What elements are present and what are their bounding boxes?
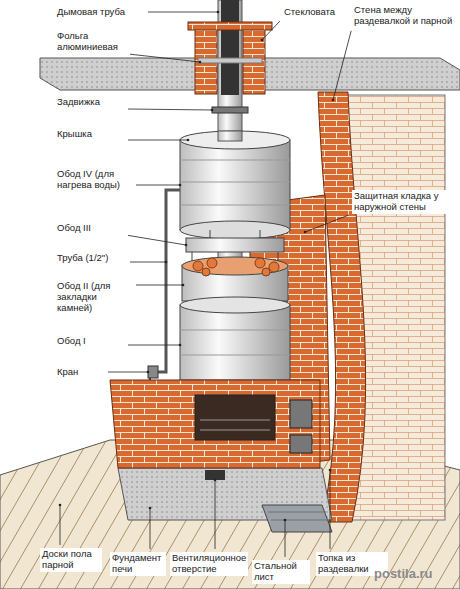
part-label: Стена между раздевалкой и парной [352, 4, 456, 28]
leader-line [333, 31, 351, 100]
rim-four [180, 131, 290, 239]
water-pipe-part [148, 366, 158, 378]
part-label: Обод I [55, 335, 125, 348]
leader-line [128, 235, 186, 245]
leader-line [215, 480, 216, 549]
part-label: Защитная кладка у наружной стены [352, 190, 448, 214]
part-label: Кран [55, 366, 105, 379]
rim-two-stones-part-part [255, 258, 265, 268]
leader-dot [304, 231, 307, 234]
stove-base-part [205, 470, 225, 480]
stove-base-part [110, 380, 320, 468]
leader-line [262, 21, 280, 40]
leader-dot [182, 284, 185, 287]
part-label: Фундамент печи [110, 552, 166, 576]
rim-four-part [218, 131, 242, 141]
leader-dot [147, 371, 150, 374]
leader-line [60, 505, 61, 545]
stove-base [110, 380, 320, 480]
rim-two-stones-part-part [193, 261, 203, 271]
leader-line [130, 262, 166, 263]
rim-four-part [180, 140, 290, 230]
rim-two-stones-part-part [262, 268, 270, 276]
stove-base-part [195, 395, 275, 440]
leader-dot [199, 61, 202, 64]
rim-two-stones-part-part [202, 268, 210, 276]
leader-line [150, 508, 151, 549]
leader-dot [261, 39, 264, 42]
part-label: Фольга алюминиевая [55, 30, 127, 54]
leader-dot [332, 99, 335, 102]
damper [212, 107, 248, 113]
rim-three-part [186, 238, 284, 252]
rim-one-part [180, 305, 290, 380]
leader-line [330, 470, 331, 549]
leader-line [128, 345, 180, 346]
part-label: Вентиляционное отверстие [170, 552, 248, 576]
part-label: Обод IV (для нагрева воды) [55, 168, 133, 192]
rim-four-part [180, 131, 290, 149]
leader-dot [165, 261, 168, 264]
steel-sheet [262, 505, 332, 532]
chimney-brick-box-part [188, 22, 272, 30]
rim-one [180, 297, 290, 380]
leader-dot [211, 109, 214, 112]
leader-dot [59, 504, 62, 507]
leader-line [305, 215, 349, 232]
rim-one-part [180, 297, 290, 313]
water-pipe-part [154, 190, 180, 372]
leader-dot [179, 184, 182, 187]
chimney-brick-box-part [198, 58, 262, 63]
leader-dot [185, 244, 188, 247]
water-pipe [148, 190, 180, 386]
leader-line [148, 12, 218, 13]
part-label: Стальной лист [252, 560, 310, 584]
watermark: postila.ru [372, 566, 452, 583]
rim-two-stones-part [193, 258, 279, 276]
leader-dot [214, 479, 217, 482]
rim-two-stones [182, 257, 288, 301]
chimney-pipe-part [221, 0, 239, 95]
foundation-part [118, 468, 332, 520]
leader-dot [284, 519, 287, 522]
part-label: Обод II (для закладки камней) [55, 280, 133, 315]
steel-sheet-part [262, 505, 332, 532]
part-label: Крышка [55, 128, 125, 141]
rim-two-stones-part-part [269, 262, 279, 272]
rim-four-part [180, 221, 290, 239]
stove-base-part [290, 435, 312, 453]
leader-line [108, 372, 148, 373]
leader-line [128, 140, 188, 141]
part-label: Дымовая труба [55, 6, 145, 19]
part-label: Обод III [55, 222, 125, 235]
part-label: Стекловата [282, 6, 344, 19]
part-label: Задвижка [55, 96, 125, 109]
part-label: Доски пола парной [40, 548, 102, 572]
leader-dot [187, 139, 190, 142]
damper-part [212, 107, 248, 113]
rim-two-stones-part-part [207, 258, 217, 268]
chimney-brick-box [188, 22, 272, 94]
leader-line [128, 109, 212, 110]
steel-sheet-part [268, 512, 329, 520]
foundation [118, 468, 332, 520]
leader-line [136, 285, 183, 286]
leader-dot [217, 11, 220, 14]
rim-four-part [180, 160, 290, 205]
leader-line [136, 185, 180, 186]
leader-line [130, 54, 200, 62]
stove-base-part [200, 420, 270, 430]
rim-two-stones-part [182, 257, 288, 275]
rim-one-part [180, 330, 290, 355]
leader-dot [329, 469, 332, 472]
leader-line [285, 520, 286, 557]
stove-base-part [290, 400, 312, 428]
part-label: Труба (1/2") [55, 252, 127, 265]
leader-dot [179, 344, 182, 347]
leader-dot [149, 507, 152, 510]
